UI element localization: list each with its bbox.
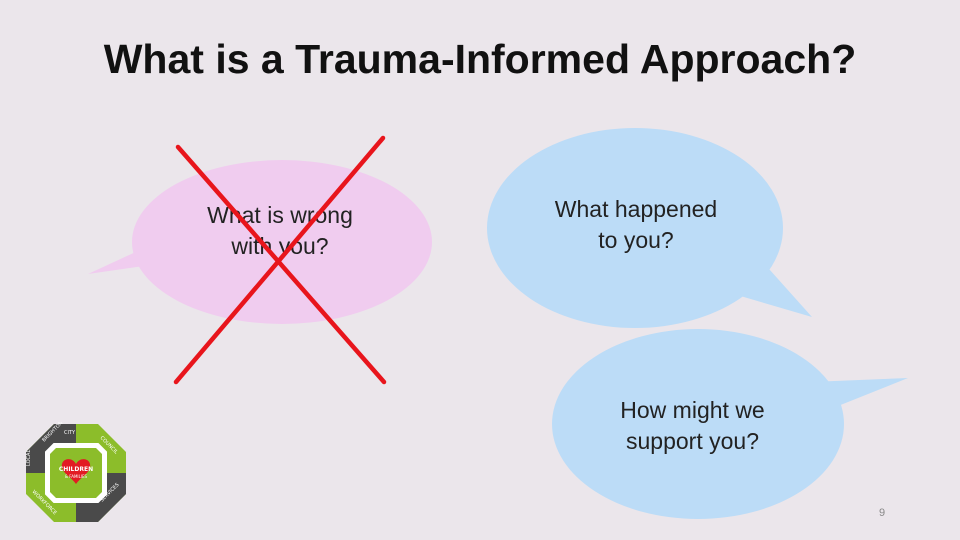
speech-bubble-happened [487,128,812,328]
bubble-line: How might we [620,397,765,423]
speech-bubble-wrong [88,160,432,324]
bubble-line: to you? [598,227,674,253]
logo-segment: CITY [64,430,76,436]
bubble-line: What happened [554,196,718,222]
speech-bubble-support [552,329,908,519]
slide-title: What is a Trauma-Informed Approach? [103,36,857,82]
bubble-line: support you? [626,428,759,454]
logo-center-line2: & FAMILIES [65,474,88,479]
page-number: 9 [878,507,886,519]
bubble-line: with you? [231,233,329,259]
bubble-text-happened: What happened to you? [520,194,752,256]
logo-center-line1: CHILDREN [59,466,93,473]
logo-segment: LOCAL [26,450,32,466]
children-families-logo: CHILDREN & FAMILIES BRIGHTON CITY COUNCI… [26,422,126,522]
bubble-text-support: How might we support you? [575,395,810,457]
